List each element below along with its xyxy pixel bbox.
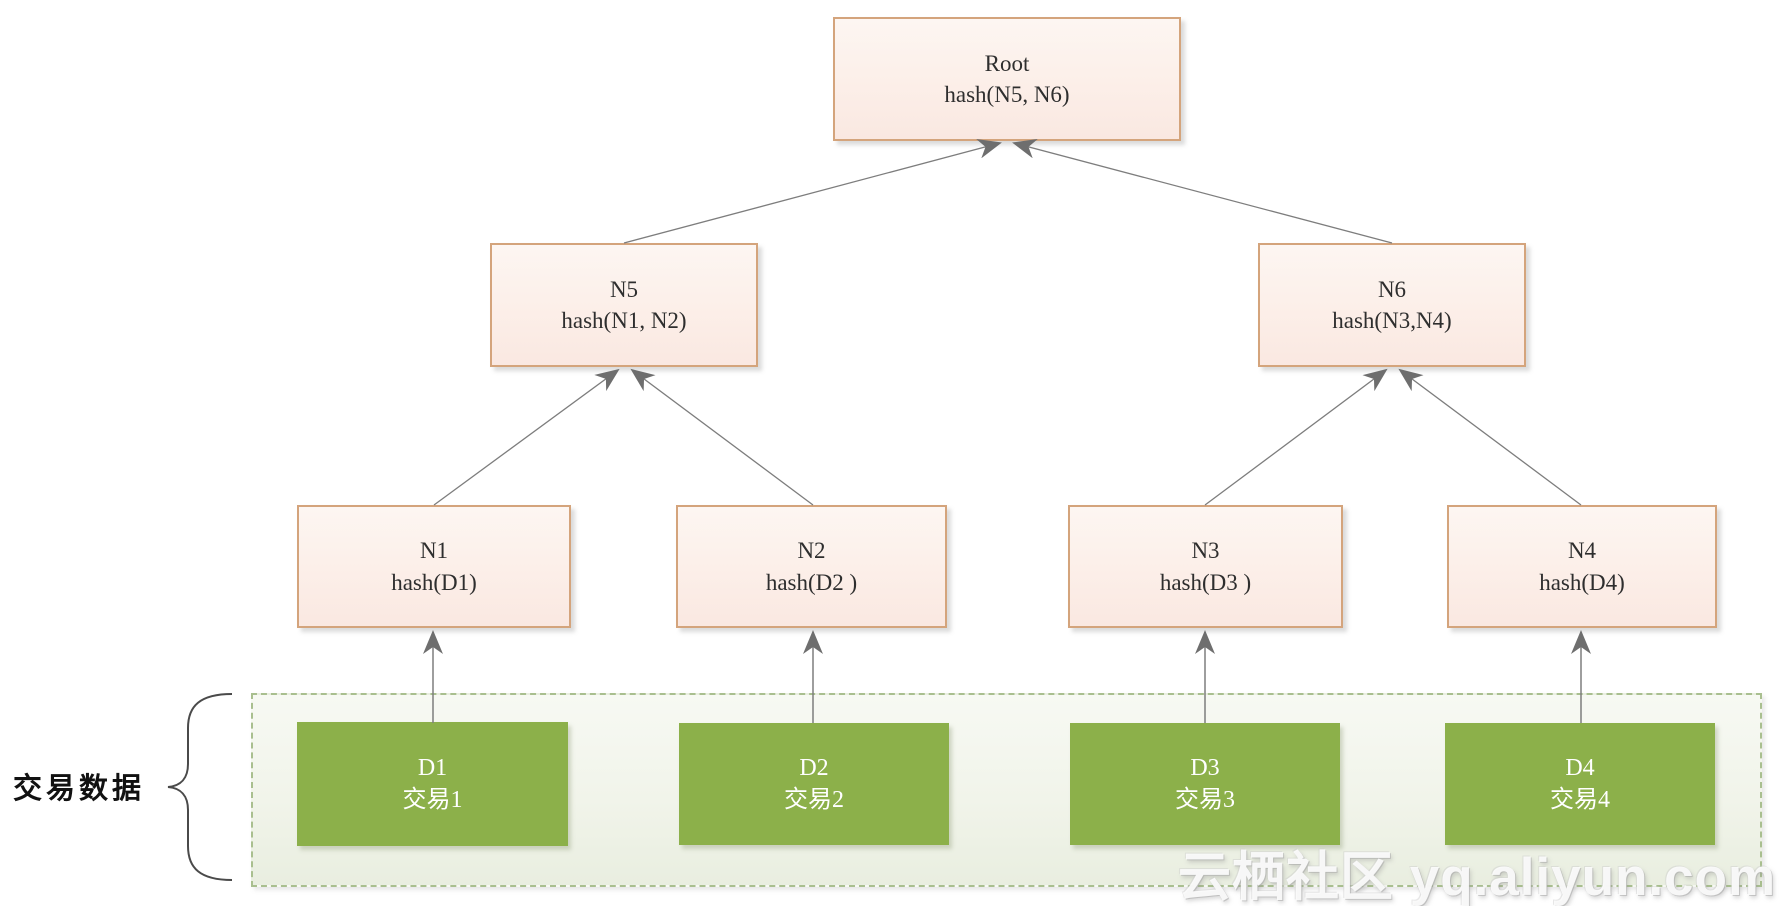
node-n2: N2 hash(D2 )	[676, 505, 947, 628]
node-n3: N3 hash(D3 )	[1068, 505, 1343, 628]
node-n1: N1 hash(D1)	[297, 505, 571, 628]
leaf-d1-label: 交易1	[402, 787, 463, 813]
node-n5: N5 hash(N1, N2)	[490, 243, 758, 367]
leaf-d3-title: D3	[1190, 754, 1220, 781]
node-n6-title: N6	[1377, 276, 1407, 302]
node-n3-title: N3	[1191, 538, 1220, 564]
leaf-d4: D4 交易4	[1445, 723, 1715, 845]
node-n5-title: N5	[609, 276, 639, 302]
edge-n4-n6	[1398, 368, 1582, 506]
watermark-text: 云栖社区 yq.aliyun.com	[1178, 848, 1777, 906]
node-n2-title: N2	[797, 538, 826, 564]
node-n6: N6 hash(N3,N4)	[1258, 243, 1526, 367]
leaf-d4-label: 交易4	[1550, 787, 1610, 813]
leaf-d1: D1 交易1	[297, 722, 568, 846]
node-n2-hash: hash(D2 )	[765, 569, 858, 595]
node-n4-title: N4	[1567, 538, 1597, 564]
node-n4: N4 hash(D4)	[1447, 505, 1717, 628]
edge-n5-root	[623, 138, 1002, 244]
leaf-d2-label: 交易2	[784, 787, 844, 813]
node-n4-hash: hash(D4)	[1539, 569, 1625, 595]
leaf-d4-title: D4	[1565, 754, 1595, 781]
node-n6-hash: hash(N3,N4)	[1332, 308, 1452, 333]
leaf-d2: D2 交易2	[679, 723, 949, 845]
edge-n6-root	[1012, 138, 1393, 244]
leaf-d3-label: 交易3	[1175, 787, 1235, 813]
node-n1-title: N1	[419, 538, 449, 564]
node-n3-hash: hash(D3 )	[1159, 569, 1252, 595]
brace-shape	[167, 693, 233, 881]
node-root-hash: hash(N5, N6)	[944, 82, 1070, 107]
leaf-d1-title: D1	[417, 754, 448, 781]
edge-n1-n5	[433, 368, 620, 506]
node-root-title: Root	[984, 50, 1030, 76]
node-n5-hash: hash(N1, N2)	[561, 308, 687, 333]
transaction-data-label: 交易数据	[13, 773, 146, 805]
node-n1-hash: hash(D1)	[391, 569, 477, 595]
leaf-d3: D3 交易3	[1070, 723, 1340, 845]
node-root: Root hash(N5, N6)	[833, 17, 1181, 141]
edge-n2-n5	[630, 368, 814, 506]
edge-n3-n6	[1204, 368, 1388, 506]
leaf-d2-title: D2	[799, 754, 829, 781]
